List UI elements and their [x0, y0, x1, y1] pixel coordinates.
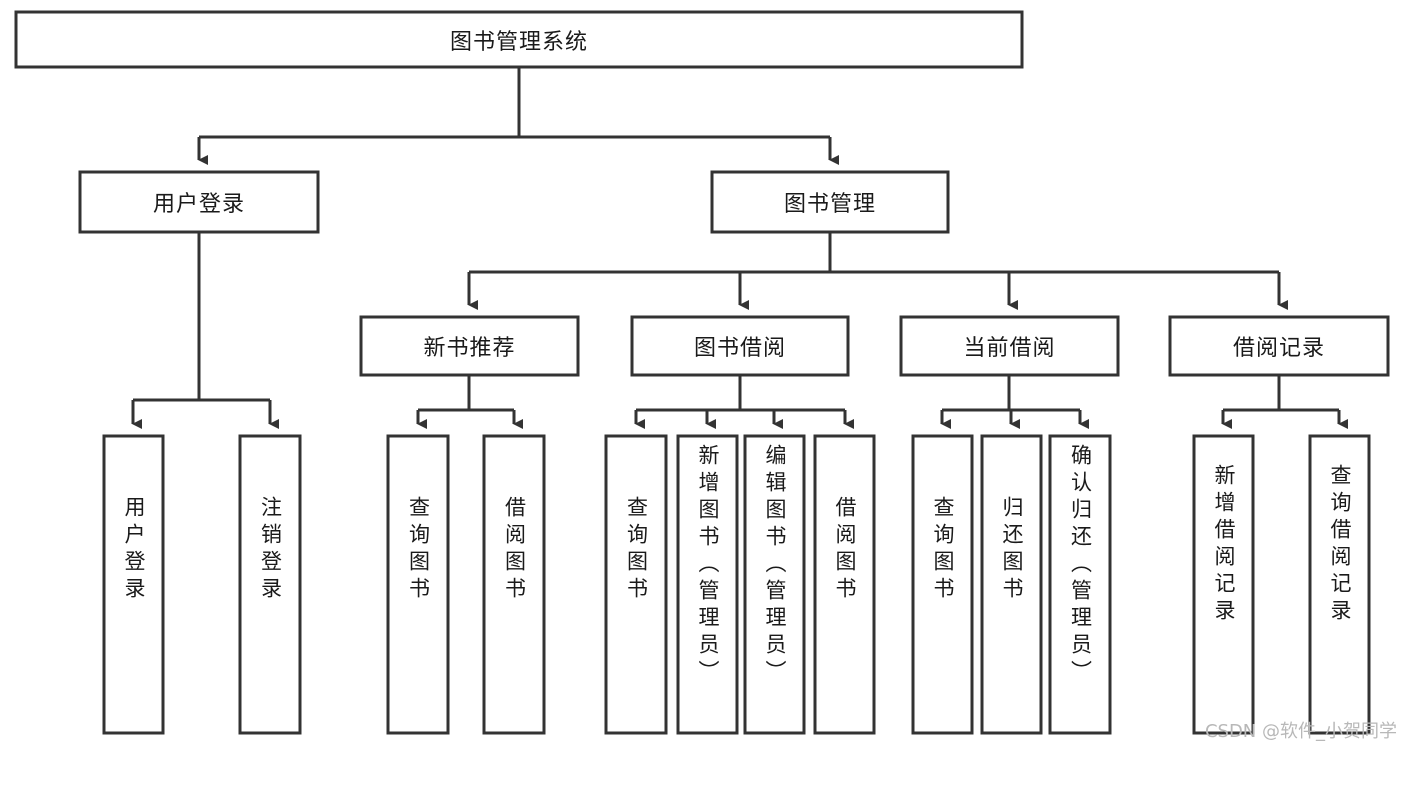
node-box-book-borrow[interactable] [630, 315, 850, 377]
node-box-current-borrow[interactable] [899, 315, 1120, 377]
node-box-root[interactable] [14, 10, 1024, 69]
node-box-leaf-logout[interactable] [238, 434, 302, 735]
node-box-leaf-query-book-cur[interactable] [911, 434, 974, 735]
node-box-leaf-user-login[interactable] [102, 434, 165, 735]
node-box-leaf-query-record[interactable] [1308, 434, 1371, 735]
node-box-leaf-add-record[interactable] [1192, 434, 1255, 735]
node-box-leaf-borrow-book-rec[interactable] [482, 434, 546, 735]
node-box-leaf-query-book-borrow[interactable] [604, 434, 668, 735]
node-box-borrow-record[interactable] [1168, 315, 1390, 377]
node-box-leaf-add-book[interactable] [676, 434, 739, 735]
node-box-leaf-borrow-book[interactable] [813, 434, 876, 735]
node-box-user-login[interactable] [78, 170, 320, 234]
node-box-book-manage[interactable] [710, 170, 950, 234]
node-box-leaf-edit-book[interactable] [743, 434, 806, 735]
node-box-new-book-recommend[interactable] [359, 315, 580, 377]
node-box-leaf-query-book-rec[interactable] [386, 434, 450, 735]
org-chart-diagram: 图书管理系统 用户登录 图书管理 新书推荐 图书借阅 当前借阅 借阅记录 用户登… [14, 10, 1397, 742]
node-box-leaf-confirm-return[interactable] [1048, 434, 1112, 735]
node-box-leaf-return-book[interactable] [980, 434, 1043, 735]
tree-svg-canvas [14, 10, 1390, 735]
